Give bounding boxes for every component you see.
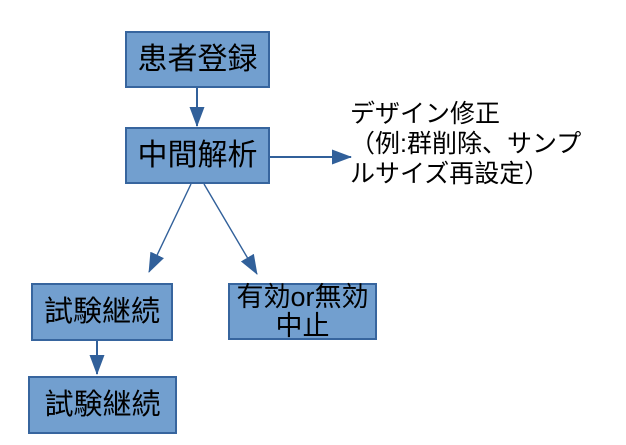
annotation-line-2: （例:群削除、サンプ (350, 130, 582, 158)
arrow-analysis-to-stop (203, 183, 258, 275)
node-efficacy-futility-stop-label: 有効or無効 中止 (236, 281, 369, 341)
node-interim-analysis: 中間解析 (125, 127, 270, 184)
annotation-line-1: デザイン修正 (350, 100, 501, 128)
annotation-design-modification: デザイン修正 （例:群削除、サンプ ルサイズ再設定） (350, 99, 626, 189)
node-efficacy-futility-stop-line1: 有効or無効 (236, 281, 369, 312)
node-patient-registration-label: 患者登録 (137, 42, 258, 76)
annotation-line-3: ルサイズ再設定） (350, 160, 550, 188)
node-trial-continuation-mid: 試験継続 (31, 283, 173, 341)
node-trial-continuation-final-label: 試験継続 (44, 388, 161, 421)
node-trial-continuation-mid-label: 試験継続 (43, 295, 160, 328)
arrow-analysis-to-continue (148, 183, 192, 273)
node-interim-analysis-label: 中間解析 (137, 138, 258, 172)
node-efficacy-futility-stop-line2: 中止 (275, 310, 330, 341)
node-patient-registration: 患者登録 (125, 31, 270, 88)
node-trial-continuation-final: 試験継続 (28, 376, 177, 434)
node-efficacy-futility-stop: 有効or無効 中止 (228, 281, 377, 341)
